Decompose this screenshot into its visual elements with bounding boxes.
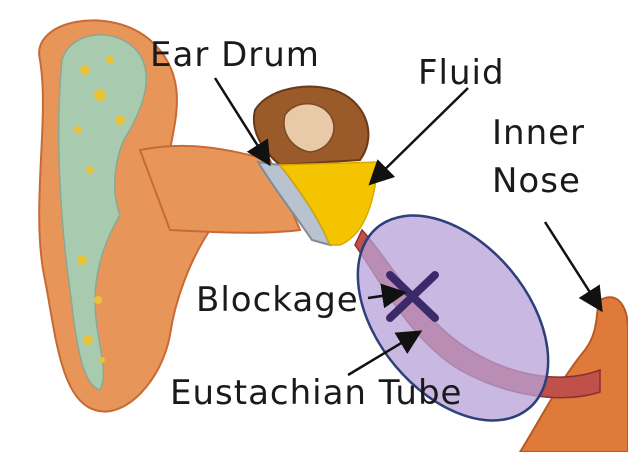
blockage-label: Blockage [196, 283, 359, 317]
inner-nose-label-line1: Inner [492, 116, 585, 150]
eustachian-tube-label: Eustachian Tube [170, 376, 462, 410]
ear-drum-label: Ear Drum [150, 38, 320, 72]
fluid-label: Fluid [418, 56, 505, 90]
inner-nose-label-line2: Nose [492, 164, 581, 198]
inner-nose-arrow [545, 222, 600, 308]
fluid-arrow [372, 88, 468, 182]
middle-ear-bones [254, 87, 369, 165]
